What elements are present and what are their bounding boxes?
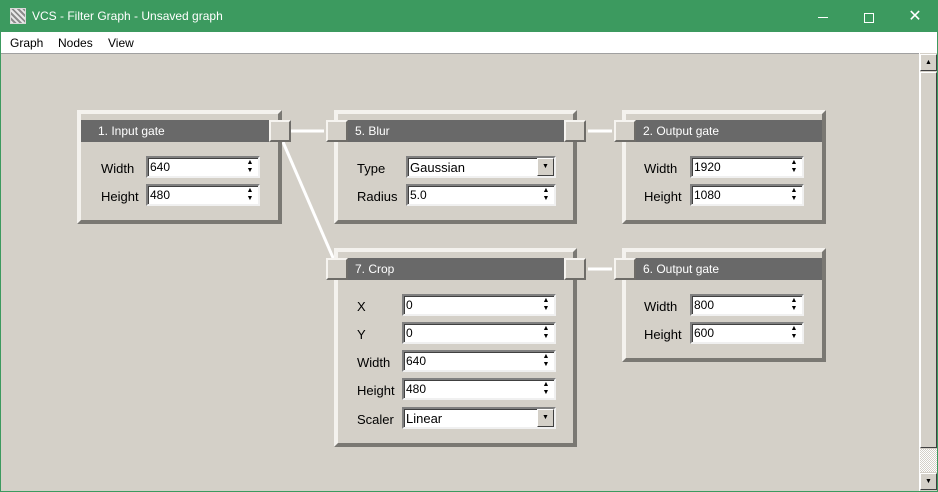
dropdown-arrow-icon[interactable]: ▼	[537, 158, 554, 176]
graph-canvas[interactable]: 1. Input gate Width 640 ▲▼ Height 480 ▲▼…	[1, 53, 919, 491]
spin-arrows-icon[interactable]: ▲▼	[542, 381, 550, 396]
x-spinbox[interactable]: 0 ▲▼	[402, 294, 556, 316]
spin-arrows-icon[interactable]: ▲▼	[790, 159, 798, 174]
input-port[interactable]	[614, 258, 636, 280]
node-title[interactable]: 2. Output gate	[626, 120, 822, 142]
menu-bar: Graph Nodes View	[1, 32, 937, 53]
height-spinbox[interactable]: 480 ▲▼	[402, 378, 556, 400]
height-value: 480	[150, 188, 171, 202]
node-blur[interactable]: 5. Blur Type Gaussian ▼ Radius 5.0 ▲▼	[326, 110, 586, 224]
maximize-icon	[864, 12, 874, 23]
maximize-button[interactable]	[846, 1, 892, 32]
spin-arrows-icon[interactable]: ▲▼	[790, 297, 798, 312]
height-spinbox[interactable]: 480 ▲▼	[146, 184, 260, 206]
radius-spinbox[interactable]: 5.0 ▲▼	[406, 184, 556, 206]
type-value: Gaussian	[410, 160, 465, 175]
node-output-gate-6[interactable]: 6. Output gate Width 800 ▲▼ Height 600 ▲…	[614, 248, 826, 362]
output-port[interactable]	[564, 120, 586, 142]
type-dropdown[interactable]: Gaussian ▼	[406, 156, 556, 178]
scrollbar-thumb[interactable]	[920, 72, 937, 448]
height-spinbox[interactable]: 600 ▲▼	[690, 322, 804, 344]
spin-arrows-icon[interactable]: ▲▼	[542, 297, 550, 312]
node-output-gate-2[interactable]: 2. Output gate Width 1920 ▲▼ Height 1080…	[614, 110, 826, 224]
output-port[interactable]	[269, 120, 291, 142]
spin-arrows-icon[interactable]: ▲▼	[542, 353, 550, 368]
width-label: Width	[357, 355, 391, 370]
width-spinbox[interactable]: 800 ▲▼	[690, 294, 804, 316]
width-label: Width	[644, 161, 678, 176]
input-port[interactable]	[326, 120, 348, 142]
dropdown-arrow-icon[interactable]: ▼	[537, 409, 554, 427]
spin-arrows-icon[interactable]: ▲▼	[246, 159, 254, 174]
node-title[interactable]: 5. Blur	[338, 120, 573, 142]
input-port[interactable]	[614, 120, 636, 142]
height-value: 480	[406, 382, 427, 396]
node-crop[interactable]: 7. Crop X 0 ▲▼ Y 0 ▲▼ Width 640 ▲▼ Heigh…	[326, 248, 586, 447]
y-value: 0	[406, 326, 413, 340]
app-icon	[10, 8, 26, 24]
edge-layer	[281, 129, 612, 271]
scroll-up-icon[interactable]: ▲	[920, 54, 937, 71]
height-label: Height	[644, 327, 682, 342]
y-label: Y	[357, 327, 366, 342]
edge-input-to-crop	[281, 141, 336, 261]
minimize-icon	[818, 17, 828, 19]
height-label: Height	[101, 189, 139, 204]
node-title[interactable]: 6. Output gate	[626, 258, 822, 280]
spin-arrows-icon[interactable]: ▲▼	[246, 187, 254, 202]
x-value: 0	[406, 298, 413, 312]
menu-nodes[interactable]: Nodes	[58, 36, 93, 50]
minimize-button[interactable]	[800, 1, 846, 32]
width-spinbox[interactable]: 640 ▲▼	[146, 156, 260, 178]
height-value: 600	[694, 326, 715, 340]
spin-arrows-icon[interactable]: ▲▼	[790, 325, 798, 340]
width-value: 640	[406, 354, 427, 368]
width-spinbox[interactable]: 1920 ▲▼	[690, 156, 804, 178]
menu-graph[interactable]: Graph	[10, 36, 44, 50]
scaler-label: Scaler	[357, 412, 394, 427]
close-icon: ✕	[908, 8, 922, 25]
width-spinbox[interactable]: 640 ▲▼	[402, 350, 556, 372]
spin-arrows-icon[interactable]: ▲▼	[542, 187, 550, 202]
title-bar[interactable]: VCS - Filter Graph - Unsaved graph ✕	[1, 1, 937, 32]
scroll-down-icon[interactable]: ▼	[920, 473, 937, 490]
width-value: 1920	[694, 160, 721, 174]
height-spinbox[interactable]: 1080 ▲▼	[690, 184, 804, 206]
width-value: 800	[694, 298, 715, 312]
width-label: Width	[101, 161, 135, 176]
radius-label: Radius	[357, 189, 398, 204]
y-spinbox[interactable]: 0 ▲▼	[402, 322, 556, 344]
spin-arrows-icon[interactable]: ▲▼	[790, 187, 798, 202]
menu-view[interactable]: View	[108, 36, 134, 50]
scrollbar-track[interactable]	[920, 449, 937, 472]
spin-arrows-icon[interactable]: ▲▼	[542, 325, 550, 340]
input-port[interactable]	[326, 258, 348, 280]
radius-value: 5.0	[410, 188, 427, 202]
node-title[interactable]: 7. Crop	[338, 258, 573, 280]
height-label: Height	[357, 383, 395, 398]
type-label: Type	[357, 161, 386, 176]
scaler-dropdown[interactable]: Linear ▼	[402, 407, 556, 429]
width-value: 640	[150, 160, 171, 174]
vertical-scrollbar[interactable]: ▲ ▼	[919, 53, 937, 491]
x-label: X	[357, 299, 366, 314]
output-port[interactable]	[564, 258, 586, 280]
window-title: VCS - Filter Graph - Unsaved graph	[32, 9, 223, 23]
width-label: Width	[644, 299, 678, 314]
height-label: Height	[644, 189, 682, 204]
scaler-value: Linear	[406, 411, 443, 426]
close-button[interactable]: ✕	[892, 1, 938, 32]
node-input-gate[interactable]: 1. Input gate Width 640 ▲▼ Height 480 ▲▼	[77, 110, 291, 224]
node-title[interactable]: 1. Input gate	[81, 120, 278, 142]
height-value: 1080	[694, 188, 721, 202]
